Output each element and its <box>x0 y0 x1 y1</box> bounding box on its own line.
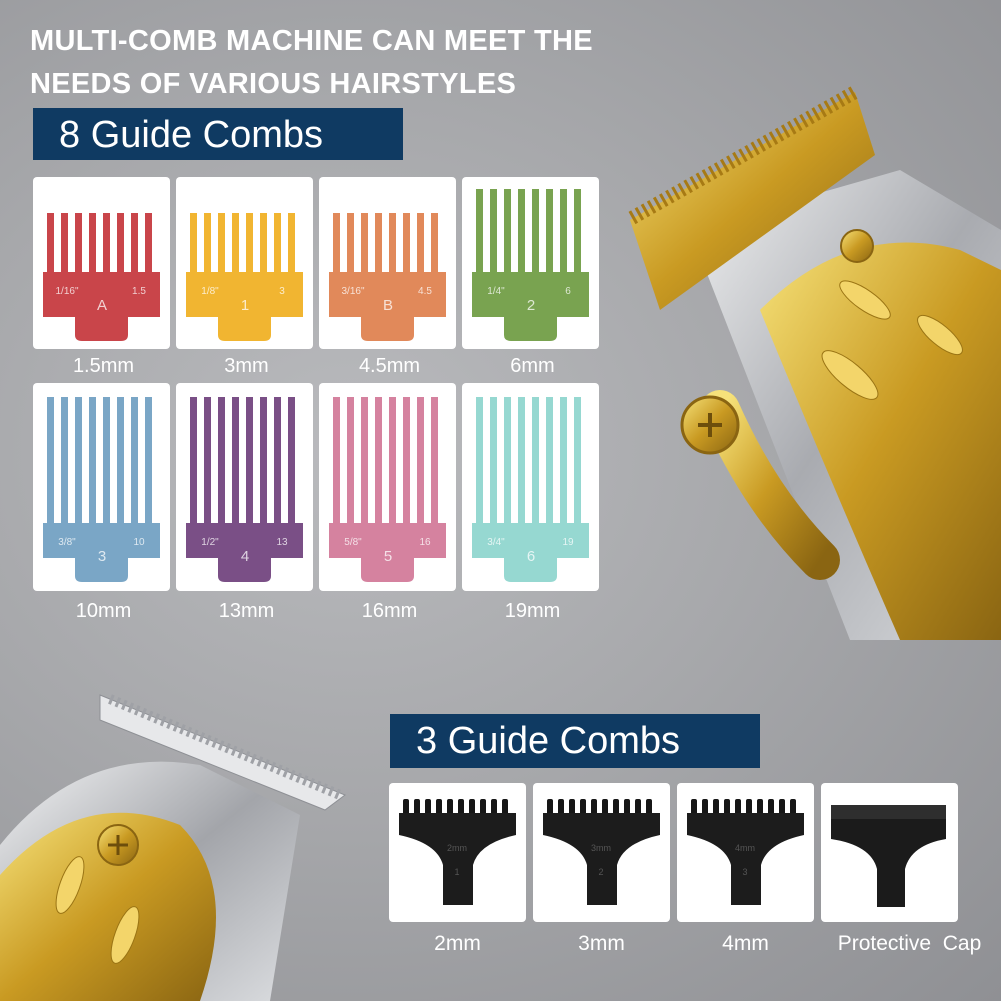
t-comb-size-label: 3mm <box>591 843 611 853</box>
protective-cap-icon <box>831 805 946 907</box>
comb-inch-label: 5/8" <box>344 537 362 548</box>
comb-inch-label: 3/4" <box>487 537 505 548</box>
guide-comb-card: 3/4" 19 6 <box>462 383 599 591</box>
t-comb-icon: 2mm 1 <box>399 799 516 905</box>
clipper-image <box>628 85 1001 640</box>
comb-mm-label: 19 <box>562 537 574 548</box>
comb-mm-label: 6 <box>565 286 571 297</box>
t-comb-size-label: 2mm <box>447 843 467 853</box>
guide-comb-icon: 1/2" 13 4 <box>186 397 303 582</box>
guide-comb-icon: 3/4" 19 6 <box>472 397 589 582</box>
comb-mm-label: 16 <box>419 537 431 548</box>
comb-inch-label: 1/8" <box>201 286 219 297</box>
trimmer-image <box>0 694 347 1001</box>
comb-inch-label: 1/4" <box>487 286 505 297</box>
guide-comb-caption: 16mm <box>361 600 418 622</box>
guide-comb-card: 3/8" 10 3 <box>33 383 170 591</box>
comb-mm-label: 1.5 <box>132 286 146 297</box>
t-comb-icon: 4mm 3 <box>687 799 804 905</box>
t-comb-card: 4mm 3 <box>677 783 814 922</box>
t-comb-caption: 3mm <box>578 932 625 955</box>
guide-comb-icon: 1/4" 6 2 <box>472 189 589 341</box>
guide-comb-caption: 13mm <box>218 600 275 622</box>
guide-comb-caption: 10mm <box>75 600 132 622</box>
guide-comb-caption: 1.5mm <box>72 355 135 377</box>
t-comb-mark: 2 <box>598 867 603 877</box>
comb-mm-label: 4.5 <box>418 286 432 297</box>
comb-mark: 4 <box>241 548 249 565</box>
t-comb-size-label: 4mm <box>735 843 755 853</box>
t-comb-card: 2mm 1 <box>389 783 526 922</box>
t-comb-caption: 2mm <box>434 932 481 955</box>
guide-comb-caption: 6mm <box>510 355 555 377</box>
t-comb-mark: 3 <box>742 867 747 877</box>
guide-comb-caption: 19mm <box>504 600 561 622</box>
comb-mark: A <box>97 297 107 314</box>
t-comb-mark: 1 <box>454 867 459 877</box>
guide-comb-caption: 3mm <box>224 355 269 377</box>
headline: MULTI-COMB MACHINE CAN MEET THE NEEDS OF… <box>30 20 593 106</box>
comb-inch-label: 3/16" <box>341 286 364 297</box>
comb-inch-label: 1/2" <box>201 537 219 548</box>
section-title-8-guide-combs: 8 Guide Combs <box>33 108 403 160</box>
t-comb-caption: 4mm <box>722 932 769 955</box>
guide-comb-card: 1/4" 6 2 <box>462 177 599 349</box>
guide-comb-icon: 1/16" 1.5A <box>43 213 160 341</box>
guide-comb-icon: 3/16" 4.5B <box>329 213 446 341</box>
protective-cap-caption: Protective Cap <box>837 932 982 955</box>
comb-mark: 6 <box>527 548 535 565</box>
comb-mark: 2 <box>527 297 535 314</box>
comb-inch-label: 3/8" <box>58 537 76 548</box>
comb-mark: 5 <box>384 548 392 565</box>
guide-comb-caption: 4.5mm <box>358 355 421 377</box>
guide-comb-icon: 5/8" 16 5 <box>329 397 446 582</box>
t-comb-card: 3mm 2 <box>533 783 670 922</box>
comb-inch-label: 1/16" <box>55 286 78 297</box>
section-title-3-guide-combs: 3 Guide Combs <box>390 714 760 768</box>
comb-mm-label: 3 <box>279 286 285 297</box>
t-comb-icon: 3mm 2 <box>543 799 660 905</box>
headline-line-2: NEEDS OF VARIOUS HAIRSTYLES <box>30 68 517 100</box>
guide-comb-icon: 3/8" 10 3 <box>43 397 160 582</box>
comb-mm-label: 13 <box>276 537 288 548</box>
headline-line-1: MULTI-COMB MACHINE CAN MEET THE <box>30 25 593 57</box>
comb-mark: B <box>383 297 393 314</box>
comb-mark: 1 <box>241 297 249 314</box>
comb-mm-label: 10 <box>133 537 145 548</box>
guide-comb-card: 1/2" 13 4 <box>176 383 313 591</box>
guide-comb-card: 5/8" 16 5 <box>319 383 456 591</box>
guide-comb-icon: 1/8" 3 1 <box>186 213 303 341</box>
guide-comb-card: 1/8" 3 1 <box>176 177 313 349</box>
comb-mark: 3 <box>98 548 106 565</box>
protective-cap-card <box>821 783 958 922</box>
